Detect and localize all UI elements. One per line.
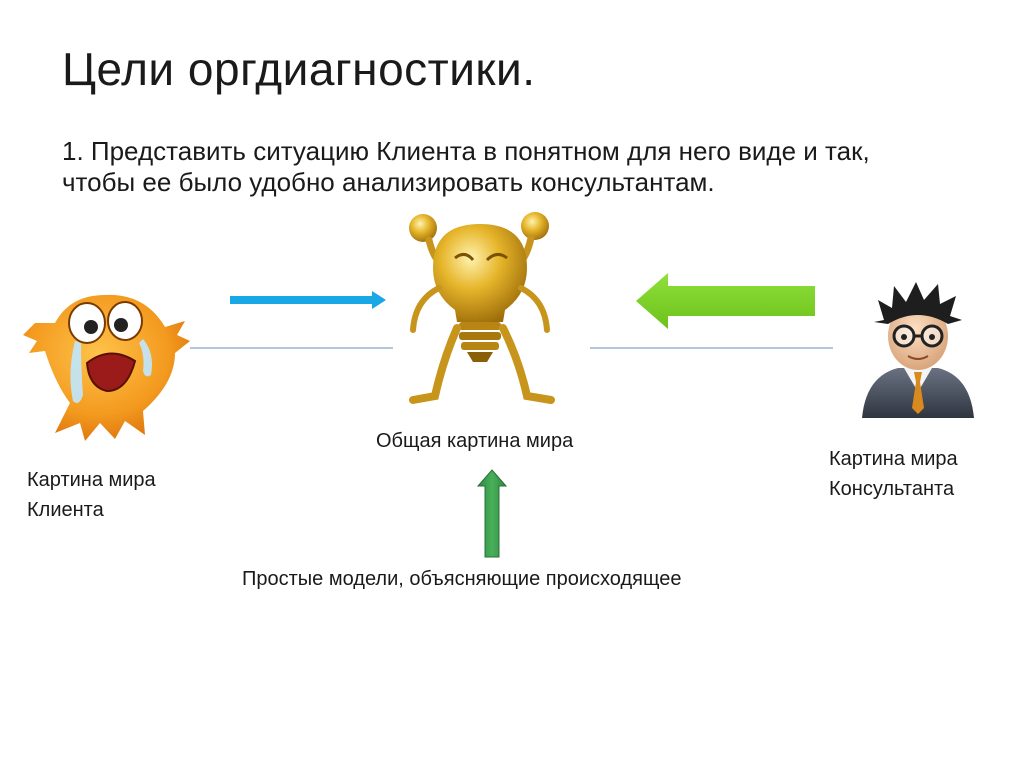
client-caption-line-1: Картина мира xyxy=(27,469,156,491)
consultant-arrow xyxy=(636,273,815,329)
consultant-picture-caption: Картина мира Консультанта xyxy=(829,444,958,504)
goal-point-1: 1. Представить ситуацию Клиента в понятн… xyxy=(62,136,870,197)
client-arrow xyxy=(230,291,386,309)
slide-title: Цели оргдиагностики. xyxy=(62,43,536,95)
consultant-avatar-icon xyxy=(862,282,974,418)
golden-lightbulb-figure-icon xyxy=(409,212,555,404)
client-picture-caption: Картина мира Клиента xyxy=(27,465,156,525)
consultant-caption-line-2: Консультанта xyxy=(829,478,955,500)
crying-emoticon-icon xyxy=(23,294,190,441)
client-caption-line-2: Клиента xyxy=(27,499,104,521)
common-picture-caption: Общая картина мира xyxy=(376,430,574,452)
consultant-caption-line-1: Картина мира xyxy=(829,448,958,470)
simple-models-caption: Простые модели, объясняющие происходящее xyxy=(242,568,682,590)
models-arrow xyxy=(476,469,508,558)
